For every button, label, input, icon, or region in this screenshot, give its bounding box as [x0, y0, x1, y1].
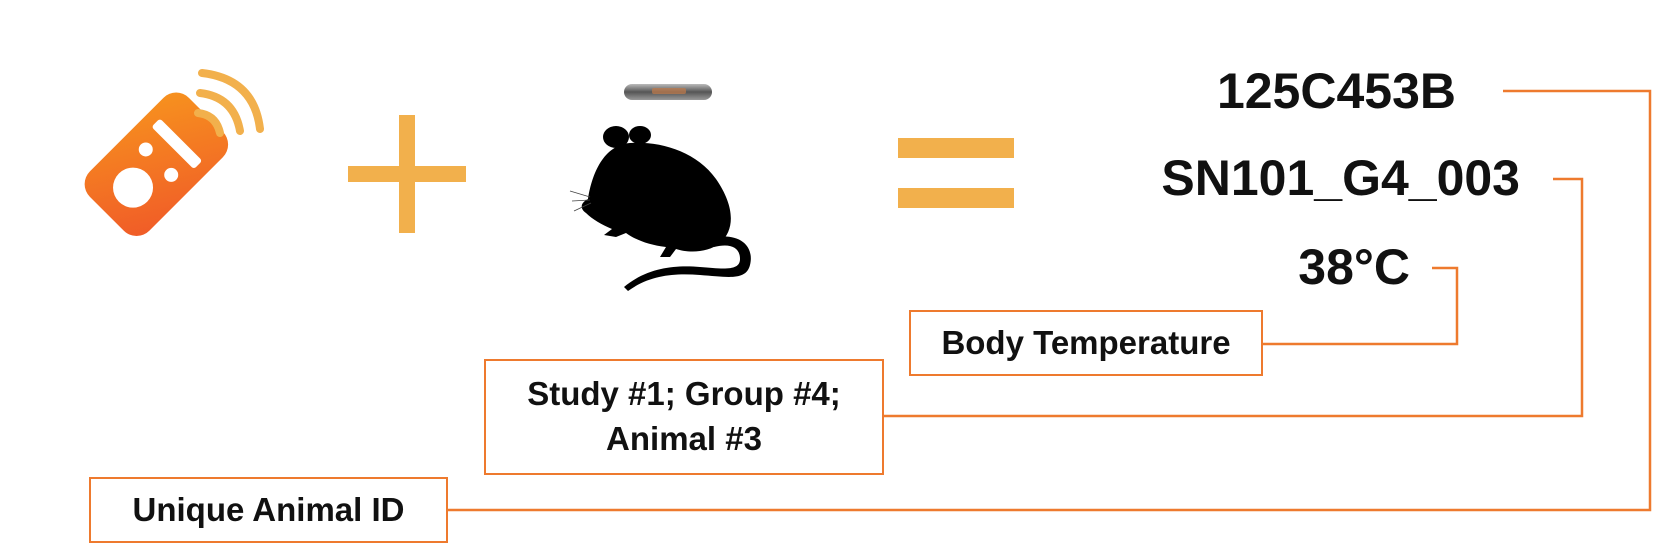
- rfid-code-value: 125C453B: [1216, 63, 1456, 119]
- microchip-icon: [624, 84, 712, 100]
- unique-animal-id-label: Unique Animal ID: [89, 477, 448, 543]
- mouse-silhouette-icon: [569, 126, 751, 291]
- unique-animal-id-text: Unique Animal ID: [132, 490, 405, 528]
- study-group-label: Study #1; Group #4; Animal #3: [484, 359, 884, 475]
- body-temperature-label: Body Temperature: [909, 310, 1263, 376]
- sample-name-value: SN101_G4_003: [1161, 150, 1520, 206]
- body-temperature-text: Body Temperature: [941, 323, 1231, 361]
- connector-temperature: [1263, 266, 1459, 346]
- temperature-value: 38°C: [1298, 239, 1410, 295]
- plus-icon: [348, 115, 466, 233]
- study-group-line2: Animal #3: [606, 420, 762, 457]
- equals-icon: [898, 138, 1014, 208]
- study-group-line1: Study #1; Group #4;: [527, 375, 841, 413]
- connector-sample-name: [884, 177, 1584, 418]
- connector-rfid-code: [448, 89, 1652, 512]
- rfid-reader-icon: [84, 69, 264, 237]
